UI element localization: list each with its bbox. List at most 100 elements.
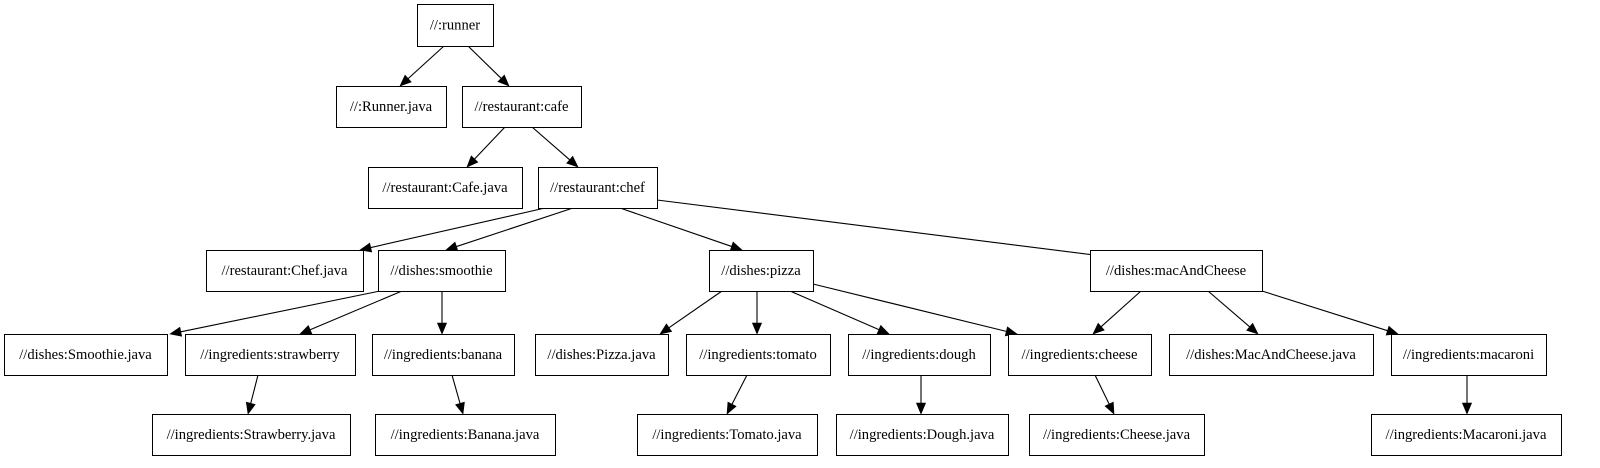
node-box[interactable] [378, 250, 506, 292]
edge-line [1207, 290, 1251, 328]
graph-node-cheese_java[interactable]: //ingredients:Cheese.java [1029, 414, 1205, 456]
node-box[interactable] [375, 414, 556, 456]
graph-node-macaroni[interactable]: //ingredients:macaroni [1391, 334, 1547, 376]
edge-arrowhead-icon [399, 74, 412, 87]
graph-node-tomato[interactable]: //ingredients:tomato [686, 334, 831, 376]
edge-arrowhead-icon [1104, 401, 1115, 415]
node-box[interactable] [836, 414, 1009, 456]
graph-node-macandcheese[interactable]: //dishes:macAndCheese [1090, 250, 1263, 292]
node-box[interactable] [368, 167, 523, 209]
graph-node-strawberry[interactable]: //ingredients:strawberry [185, 334, 356, 376]
node-box[interactable] [336, 86, 447, 128]
graph-node-macaroni_java[interactable]: //ingredients:Macaroni.java [1371, 414, 1562, 456]
nodes-layer: //:runner //:Runner.java //restaurant:cafe… [4, 4, 1562, 456]
edge-smoothie-to-smoothie_java [169, 290, 381, 337]
node-label: //ingredients:Tomato.java [652, 427, 802, 443]
node-box[interactable] [1391, 334, 1547, 376]
edge-pizza-to-tomato [751, 291, 763, 335]
graph-node-banana[interactable]: //ingredients:banana [372, 334, 515, 376]
node-label: //ingredients:Dough.java [850, 427, 995, 443]
node-box[interactable] [1029, 414, 1205, 456]
node-label: //dishes:pizza [721, 263, 801, 279]
edge-banana-to-banana_java [451, 374, 465, 415]
edge-line [656, 199, 1100, 257]
node-box[interactable] [185, 334, 356, 376]
node-label: //restaurant:cafe [475, 99, 569, 115]
node-box[interactable] [152, 414, 351, 456]
edge-arrowhead-icon [169, 326, 183, 337]
edge-line [407, 45, 445, 80]
edge-restaurant_chef-to-pizza [619, 207, 743, 252]
node-label: //ingredients:tomato [699, 347, 817, 363]
edge-tomato-to-tomato_java [726, 374, 748, 415]
node-label: //ingredients:Banana.java [391, 427, 540, 443]
edge-line [1100, 290, 1142, 328]
node-label: //ingredients:cheese [1022, 347, 1138, 363]
graph-node-pizza_java[interactable]: //dishes:Pizza.java [535, 334, 669, 376]
graph-node-strawberry_java[interactable]: //ingredients:Strawberry.java [152, 414, 351, 456]
graph-node-chef_java[interactable]: //restaurant:Chef.java [206, 250, 364, 292]
node-box[interactable] [535, 334, 669, 376]
edge-dough-to-dough_java [915, 375, 927, 415]
node-box[interactable] [462, 86, 582, 128]
graph-node-runner[interactable]: //:runner [417, 4, 494, 47]
edge-line [250, 374, 259, 404]
node-box[interactable] [637, 414, 818, 456]
graph-node-cheese[interactable]: //ingredients:cheese [1008, 334, 1152, 376]
edge-arrowhead-icon [1385, 325, 1399, 336]
node-box[interactable] [1090, 250, 1263, 292]
node-box[interactable] [4, 334, 168, 376]
edge-macandcheese-to-macandcheese_java [1207, 290, 1259, 335]
graph-node-cafe_java[interactable]: //restaurant:Cafe.java [368, 167, 523, 209]
node-box[interactable] [709, 250, 814, 292]
edge-runner-to-restaurant_cafe [467, 45, 510, 87]
edge-pizza-to-pizza_java [659, 290, 723, 335]
node-label: //ingredients:macaroni [1403, 347, 1534, 363]
node-box[interactable] [206, 250, 364, 292]
edge-smoothie-to-banana [436, 291, 448, 335]
edge-cheese-to-cheese_java [1094, 374, 1115, 415]
node-label: //restaurant:chef [550, 180, 645, 196]
graph-node-dough_java[interactable]: //ingredients:Dough.java [836, 414, 1009, 456]
edge-restaurant_cafe-to-cafe_java [466, 126, 506, 168]
graph-node-restaurant_cafe[interactable]: //restaurant:cafe [462, 86, 582, 128]
edge-line [451, 374, 461, 404]
edge-pizza-to-cheese [812, 283, 1018, 337]
edge-arrowhead-icon [1246, 322, 1259, 335]
node-label: //:runner [430, 17, 480, 33]
edge-runner-to-runner_java [399, 45, 445, 87]
edge-line [467, 45, 502, 79]
edge-arrowhead-icon [497, 74, 510, 87]
node-box[interactable] [848, 334, 991, 376]
edge-line [474, 126, 506, 160]
node-label: //ingredients:Strawberry.java [167, 427, 336, 443]
edge-macandcheese-to-macaroni [1261, 290, 1399, 336]
edge-arrowhead-icon [445, 241, 459, 252]
graph-node-tomato_java[interactable]: //ingredients:Tomato.java [637, 414, 818, 456]
graph-node-smoothie[interactable]: //dishes:smoothie [378, 250, 506, 292]
graph-node-dough[interactable]: //ingredients:dough [848, 334, 991, 376]
node-box[interactable] [417, 4, 494, 47]
graph-node-pizza[interactable]: //dishes:pizza [709, 250, 814, 292]
edge-line [456, 207, 574, 248]
graph-node-smoothie_java[interactable]: //dishes:Smoothie.java [4, 334, 168, 376]
node-box[interactable] [1169, 334, 1374, 376]
node-box[interactable] [686, 334, 831, 376]
node-box[interactable] [538, 167, 658, 209]
graph-node-macandcheese_java[interactable]: //dishes:MacAndCheese.java [1169, 334, 1374, 376]
node-label: //dishes:Smoothie.java [19, 347, 152, 363]
edge-arrowhead-icon [436, 322, 448, 335]
node-box[interactable] [1008, 334, 1152, 376]
edge-line [789, 290, 880, 331]
node-label: //ingredients:banana [384, 347, 503, 363]
edge-line [1261, 290, 1388, 332]
graph-node-runner_java[interactable]: //:Runner.java [336, 86, 447, 128]
edge-arrowhead-icon [455, 401, 465, 415]
node-label: //restaurant:Chef.java [221, 263, 348, 279]
edge-arrowhead-icon [566, 155, 579, 168]
graph-node-banana_java[interactable]: //ingredients:Banana.java [375, 414, 556, 456]
node-box[interactable] [1371, 414, 1562, 456]
node-box[interactable] [372, 334, 515, 376]
graph-node-restaurant_chef[interactable]: //restaurant:chef [538, 167, 658, 209]
